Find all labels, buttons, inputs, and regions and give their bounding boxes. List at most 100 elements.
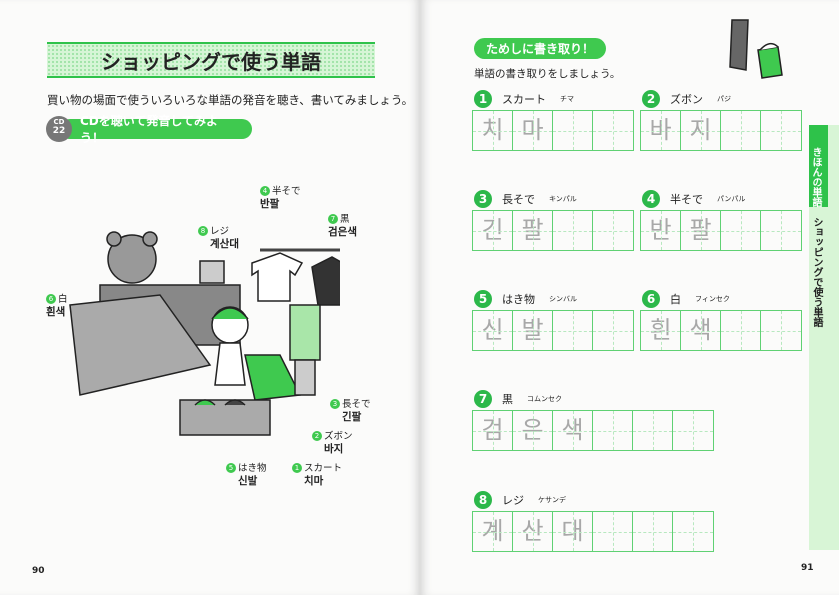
section-tab[interactable]: きほんの単語 <box>809 125 828 207</box>
blank-writing-cell[interactable] <box>721 211 761 250</box>
chapter-tab: ショッピングで使う単語 <box>811 217 822 327</box>
trace-character: 반 <box>641 211 681 250</box>
trace-character: 색 <box>553 411 593 450</box>
page-title: ショッピングで使う単語 <box>47 42 375 78</box>
page-number: 90 <box>32 566 45 576</box>
item-number: 4 <box>642 190 660 208</box>
item-japanese: 半そで <box>670 193 703 206</box>
item-reading: パンパル <box>717 195 746 203</box>
blank-writing-cell[interactable] <box>761 211 801 250</box>
item-heading: 3 長そで キンパル <box>474 190 577 208</box>
blank-writing-cell[interactable] <box>761 111 801 150</box>
item-number: 5 <box>474 290 492 308</box>
bear-cashier-icon <box>106 231 158 284</box>
blank-writing-cell[interactable] <box>553 111 593 150</box>
item-japanese: 黒 <box>502 393 513 406</box>
trace-character: 계 <box>473 512 513 551</box>
item-reading: シンバル <box>549 295 577 303</box>
shopping-illustration <box>69 231 340 436</box>
trace-character: 팔 <box>513 211 553 250</box>
trace-character: 신 <box>473 311 513 350</box>
trace-character: 대 <box>553 512 593 551</box>
item-japanese: 白 <box>670 293 681 306</box>
item-reading: キンパル <box>549 195 577 203</box>
blank-writing-cell[interactable] <box>673 411 713 450</box>
blank-writing-cell[interactable] <box>593 411 633 450</box>
trace-character: 흰 <box>641 311 681 350</box>
item-heading: 4 半そで パンパル <box>642 190 745 208</box>
instruction-text: 単語の書き取りをしましょう。 <box>474 68 621 80</box>
item-number: 3 <box>474 190 492 208</box>
item-heading: 2 ズボン パジ <box>642 90 731 108</box>
girl-clerk-icon <box>211 306 249 386</box>
mannequin-icon <box>289 304 321 396</box>
side-tab: きほんの単語 ショッピングで使う単語 <box>809 125 839 550</box>
trace-character: 은 <box>513 411 553 450</box>
item-number: 2 <box>642 90 660 108</box>
trace-character: 마 <box>513 111 553 150</box>
blank-writing-cell[interactable] <box>721 311 761 350</box>
skirt-icon <box>244 354 302 401</box>
blank-writing-cell[interactable] <box>761 311 801 350</box>
blank-writing-cell[interactable] <box>553 311 593 350</box>
cd-banner: CDを聴いて発音してみよう！ <box>60 114 252 145</box>
black-shirt-icon <box>311 256 340 306</box>
practice-banner: ためしに書き取り！ <box>474 38 607 59</box>
item-japanese: はき物 <box>502 293 535 306</box>
left-page: ショッピングで使う単語 買い物の場面で使ういろいろな単語の発音を聴き、書いてみま… <box>32 42 414 576</box>
trace-character: 발 <box>513 311 553 350</box>
item-japanese: 長そで <box>502 193 535 206</box>
item-number: 6 <box>642 290 660 308</box>
blank-writing-cell[interactable] <box>721 111 761 150</box>
trace-character: 팔 <box>681 211 721 250</box>
blank-writing-cell[interactable] <box>593 111 633 150</box>
intro-text: 買い物の場面で使ういろいろな単語の発音を聴き、書いてみましょう。 <box>47 93 414 107</box>
table-icon <box>69 294 212 396</box>
trace-character: 산 <box>513 512 553 551</box>
blank-writing-cell[interactable] <box>553 211 593 250</box>
item-reading: フィンセク <box>695 295 730 303</box>
white-shirt-icon <box>251 252 304 302</box>
blank-writing-cell[interactable] <box>593 311 633 350</box>
trace-character: 지 <box>681 111 721 150</box>
item-reading: パジ <box>717 95 731 103</box>
trace-character: 검 <box>473 411 513 450</box>
pencil-eraser-mascot-icon <box>729 19 783 79</box>
blank-writing-cell[interactable] <box>593 211 633 250</box>
item-number: 7 <box>474 390 492 408</box>
item-reading: コムンセク <box>527 395 562 403</box>
blank-writing-cell[interactable] <box>633 411 673 450</box>
item-japanese: ズボン <box>670 93 703 106</box>
register-icon <box>199 260 225 284</box>
trace-character: 긴 <box>473 211 513 250</box>
shoes-icon <box>194 399 246 406</box>
item-japanese: スカート <box>502 93 546 106</box>
trace-character: 치 <box>473 111 513 150</box>
item-heading: 5 はき物 シンバル <box>474 290 577 308</box>
blank-writing-cell[interactable] <box>593 512 633 551</box>
blank-writing-cell[interactable] <box>673 512 713 551</box>
blank-writing-cell[interactable] <box>633 512 673 551</box>
trace-character: 바 <box>641 111 681 150</box>
